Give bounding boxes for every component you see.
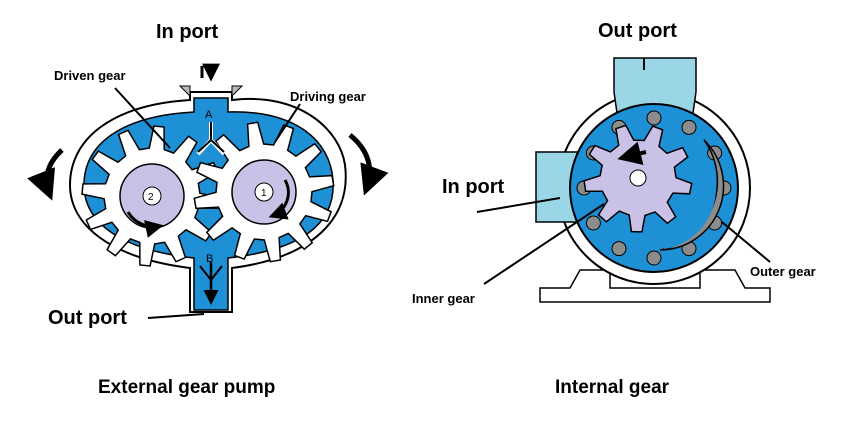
rotation-arrow-right-icon	[348, 133, 389, 196]
in-port-arrows-icon	[202, 66, 211, 78]
inner-gear-label: Inner gear	[412, 291, 475, 306]
internal-gear-pump: Out port In port Inner gear Outer gear I…	[412, 20, 816, 398]
crescent-spacer	[659, 139, 725, 251]
outer-gear-tooth	[646, 110, 662, 126]
driven-gear-label: Driven gear	[54, 68, 126, 83]
port-marker-a: A	[205, 109, 213, 121]
external-in-port-label: In port	[156, 21, 219, 43]
driven-gear-number: 2	[148, 192, 154, 203]
outer-gear-tooth	[585, 215, 601, 231]
outer-gear-label: Outer gear	[750, 264, 816, 279]
driving-gear-label: Driving gear	[290, 89, 366, 104]
inner-rotation-arrow-icon	[617, 141, 647, 165]
external-pump-caption: External gear pump	[98, 377, 275, 398]
outer-gear-tooth	[681, 119, 697, 135]
internal-pump-caption: Internal gear	[555, 377, 670, 398]
external-gear-pump: 2 1 A B In port Driven gear Driving gear…	[27, 21, 389, 398]
outer-gear-tooth	[646, 250, 662, 266]
port-marker-b: B	[206, 253, 213, 265]
rotation-arrow-left-icon	[27, 148, 64, 201]
driving-gear-number: 1	[261, 188, 267, 199]
inner-gear-shaft	[629, 169, 647, 187]
external-out-port-label: Out port	[48, 307, 127, 329]
internal-out-port-label: Out port	[598, 20, 677, 42]
internal-in-port-label: In port	[442, 176, 505, 198]
outer-gear-tooth	[611, 241, 627, 257]
